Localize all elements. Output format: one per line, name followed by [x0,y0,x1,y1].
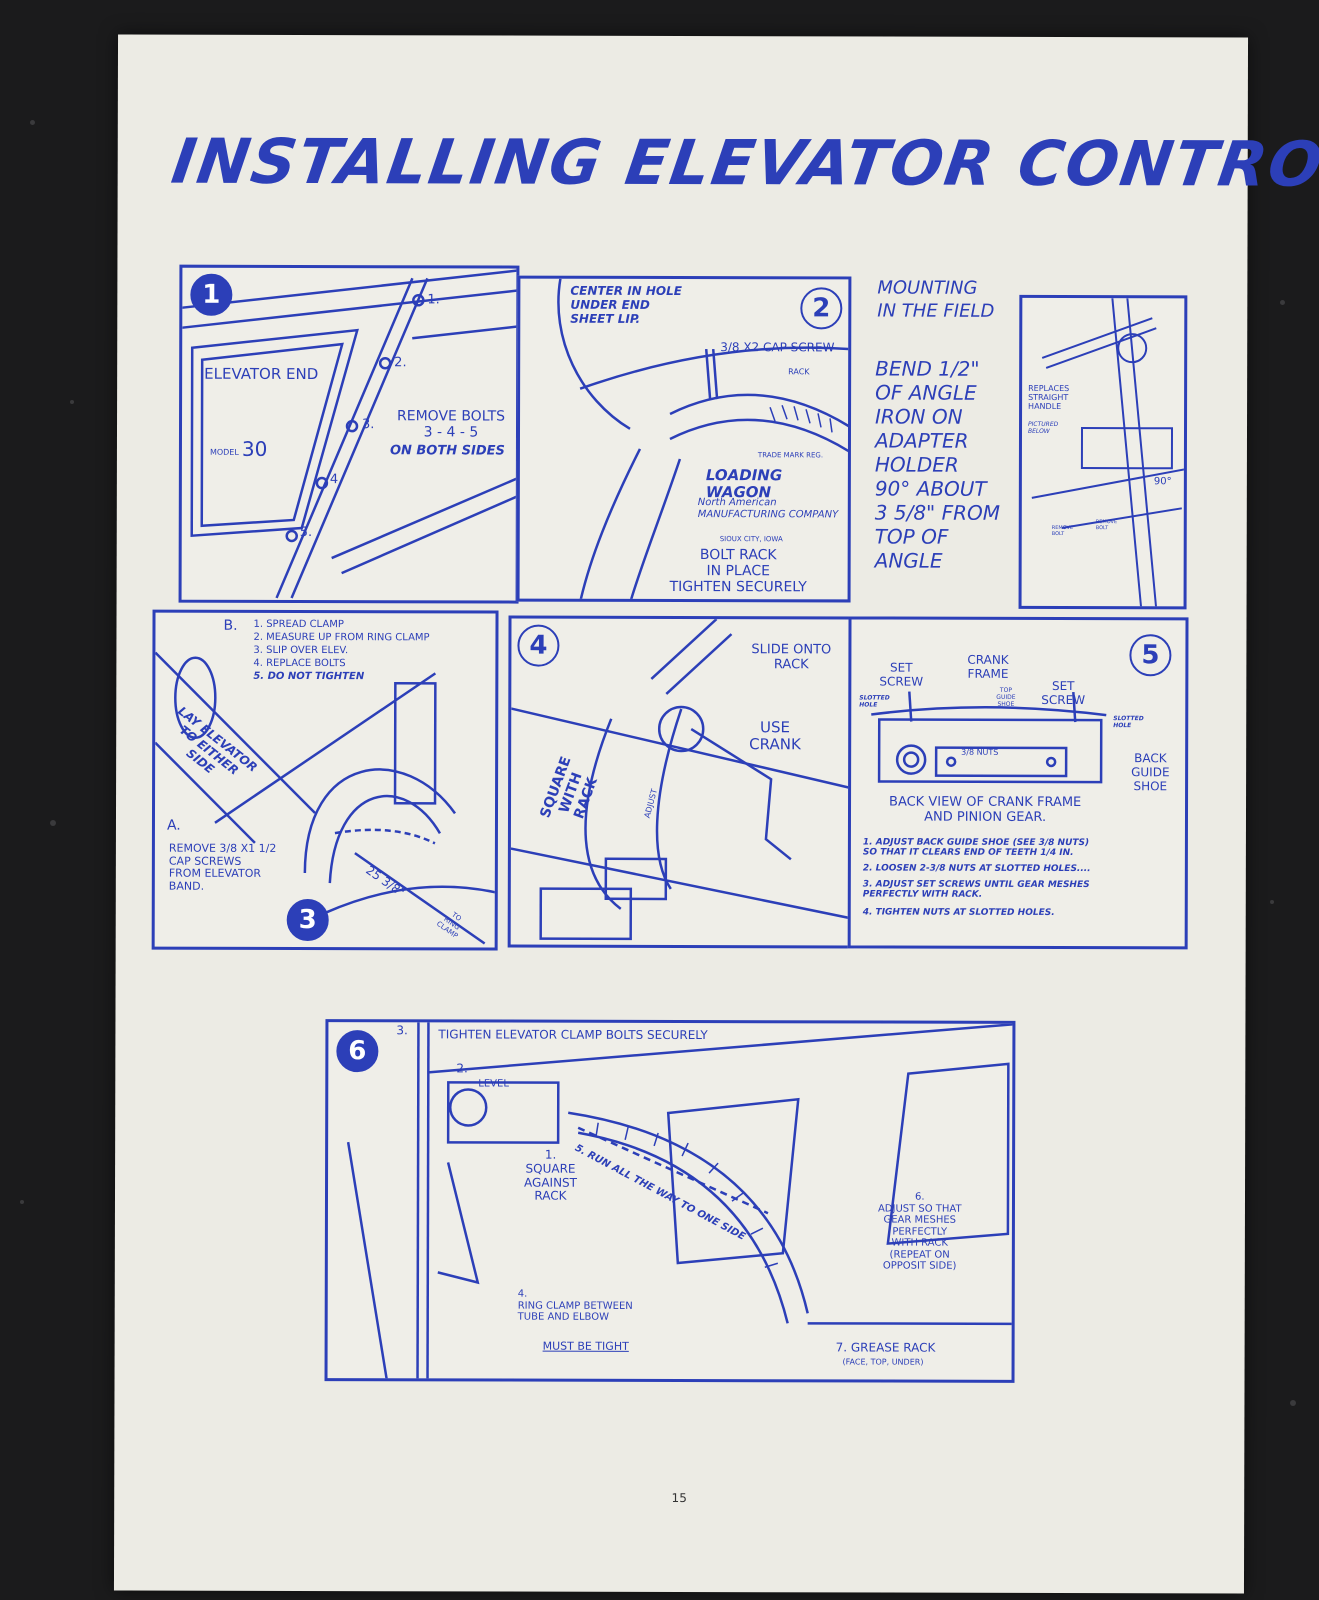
rack-label: RACK [788,367,810,377]
set-screw-right-label: SET SCREW [1041,678,1086,707]
trade-mark-label: TRADE MARK REG. [757,451,824,460]
nuts-label: 3/8 NUTS [961,747,999,757]
replaces-label: REPLACES STRAIGHT HANDLE [1028,383,1070,412]
elevator-end-label: ELEVATOR END [204,364,319,384]
bolt-label-4: 4. [329,472,343,488]
step-4-panel: 4 SLIDE ONTO RACK USE CRANK SQUARE WITH … [507,615,855,949]
set-screw-left-label: SET SCREW [879,660,924,689]
step-6-badge: 6 [336,1030,379,1073]
slotted-hole-left-label: SLOTTED HOLE [859,694,890,709]
step-1-badge: 1 [190,273,233,316]
mounting-instructions: BEND 1/2" OF ANGLE IRON ON ADAPTER HOLDE… [874,356,1001,573]
grease-rack-label: 7. GREASE RACK [835,1340,936,1355]
step-2-badge: 2 [800,287,843,330]
use-crank-label: USE CRANK [749,718,801,754]
step-5-instruction-4: 4. TIGHTEN NUTS AT SLOTTED HOLES. [862,907,1055,918]
city-label: SIOUX CITY, IOWA [719,535,783,544]
slotted-hole-right-label: SLOTTED HOLE [1113,715,1144,730]
angle-label: 90° [1153,476,1172,488]
pictured-below-label: PICTURED BELOW [1027,420,1059,435]
bolt-label-1: 1. [427,292,440,308]
back-guide-shoe-label: BACK GUIDE SHOE [1131,751,1170,793]
page-title: INSTALLING ELEVATOR CONTROL [167,124,1319,201]
crank-frame-caption: BACK VIEW OF CRANK FRAME AND PINION GEAR… [889,794,1082,825]
step-5-instruction-1: 1. ADJUST BACK GUIDE SHOE (SEE 3/8 NUTS)… [862,837,1090,859]
step-3-panel: B. 1. SPREAD CLAMP 2. MEASURE UP FROM RI… [151,609,499,951]
manual-page: INSTALLING ELEVATOR CONTROL 1 ELEVA [113,34,1319,1594]
must-be-tight-label: MUST BE TIGHT [542,1339,629,1353]
slide-onto-rack-label: SLIDE ONTO RACK [751,642,832,673]
b-step-1: 1. SPREAD CLAMP [253,618,344,631]
both-sides-label: ON BOTH SIDES [389,443,505,459]
b-step-2: 2. MEASURE UP FROM RING CLAMP [253,631,430,644]
b-step-3: 3. SLIP OVER ELEV. [253,644,349,657]
step-5-instruction-3: 3. ADJUST SET SCREWS UNTIL GEAR MESHES P… [862,879,1090,901]
step-1-panel: 1 ELEVATOR END MODEL 30 REMOVE BOLTS 3 -… [178,264,520,604]
section-b-label: B. [223,617,238,634]
step-2-drawing [557,278,852,603]
remove-bolts-label: REMOVE BOLTS 3 - 4 - 5 [397,408,506,441]
cap-screw-label: 3/8 X2 CAP SCREW [720,340,835,355]
bolt-rack-label: BOLT RACK IN PLACE TIGHTEN SECURELY [669,547,807,596]
remove-cap-screws-label: REMOVE 3/8 X1 1/2 CAP SCREWS FROM ELEVAT… [168,841,277,893]
b-step-5: 5. DO NOT TIGHTEN [253,670,365,683]
section-a-label: A. [166,817,181,834]
step-1-drawing [182,269,518,599]
grease-sub-label: (FACE, TOP, UNDER) [842,1357,924,1367]
square-against-rack-label: 1. SQUARE AGAINST RACK [524,1147,578,1204]
step-6-num-2: 2. [456,1061,468,1076]
top-guide-shoe-label: TOP GUIDE SHOE [996,686,1016,708]
step-3-badge: 3 [286,898,329,942]
tighten-label: TIGHTEN ELEVATOR CLAMP BOLTS SECURELY [438,1027,708,1043]
step-5-badge: 5 [1129,634,1172,677]
remove-bolt-label-1: REMOVE BOLT [1051,524,1074,537]
mounting-heading: MOUNTING IN THE FIELD [877,277,995,323]
ring-clamp-label: 4. RING CLAMP BETWEEN TUBE AND ELBOW [517,1288,633,1323]
crank-frame-label: CRANK FRAME [967,652,1009,681]
step-3-drawing [154,651,499,945]
step-2-panel: 2 CENTER IN HOLE UNDER END SHEET LIP. 3/… [516,275,852,603]
company-label: North American MANUFACTURING COMPANY [697,497,839,520]
remove-bolt-label-2: REMOVE BOLT [1095,519,1118,531]
page-number: 15 [671,1490,687,1506]
step-4-drawing [510,618,855,941]
bolt-label-3: 3. [361,417,375,433]
model-number: 30 [241,436,268,461]
step-6-panel: 6 3. TIGHTEN ELEVATOR CLAMP BOLTS SECURE… [324,1019,1016,1383]
field-sketch-panel: REPLACES STRAIGHT HANDLE PICTURED BELOW … [1018,294,1188,610]
b-step-4: 4. REPLACE BOLTS [253,657,346,670]
adjust-gear-label: 6. ADJUST SO THAT GEAR MESHES PERFECTLY … [877,1191,962,1272]
field-sketch-drawing [1031,298,1188,610]
bolt-label-5: 5. [299,525,313,541]
step-5-panel: SET SCREW CRANK FRAME TOP GUIDE SHOE SET… [847,616,1189,950]
center-in-hole-label: CENTER IN HOLE UNDER END SHEET LIP. [570,283,683,326]
step-5-instruction-2: 2. LOOSEN 2-3/8 NUTS AT SLOTTED HOLES...… [862,863,1091,875]
step-6-drawing [346,1022,1016,1383]
step-6-num-3: 3. [396,1023,408,1038]
model-prefix: MODEL [209,447,239,457]
step-4-badge: 4 [517,624,560,667]
level-label: LEVEL [478,1078,509,1090]
step-5-drawing [871,691,1107,784]
bolt-label-2: 2. [394,355,407,371]
